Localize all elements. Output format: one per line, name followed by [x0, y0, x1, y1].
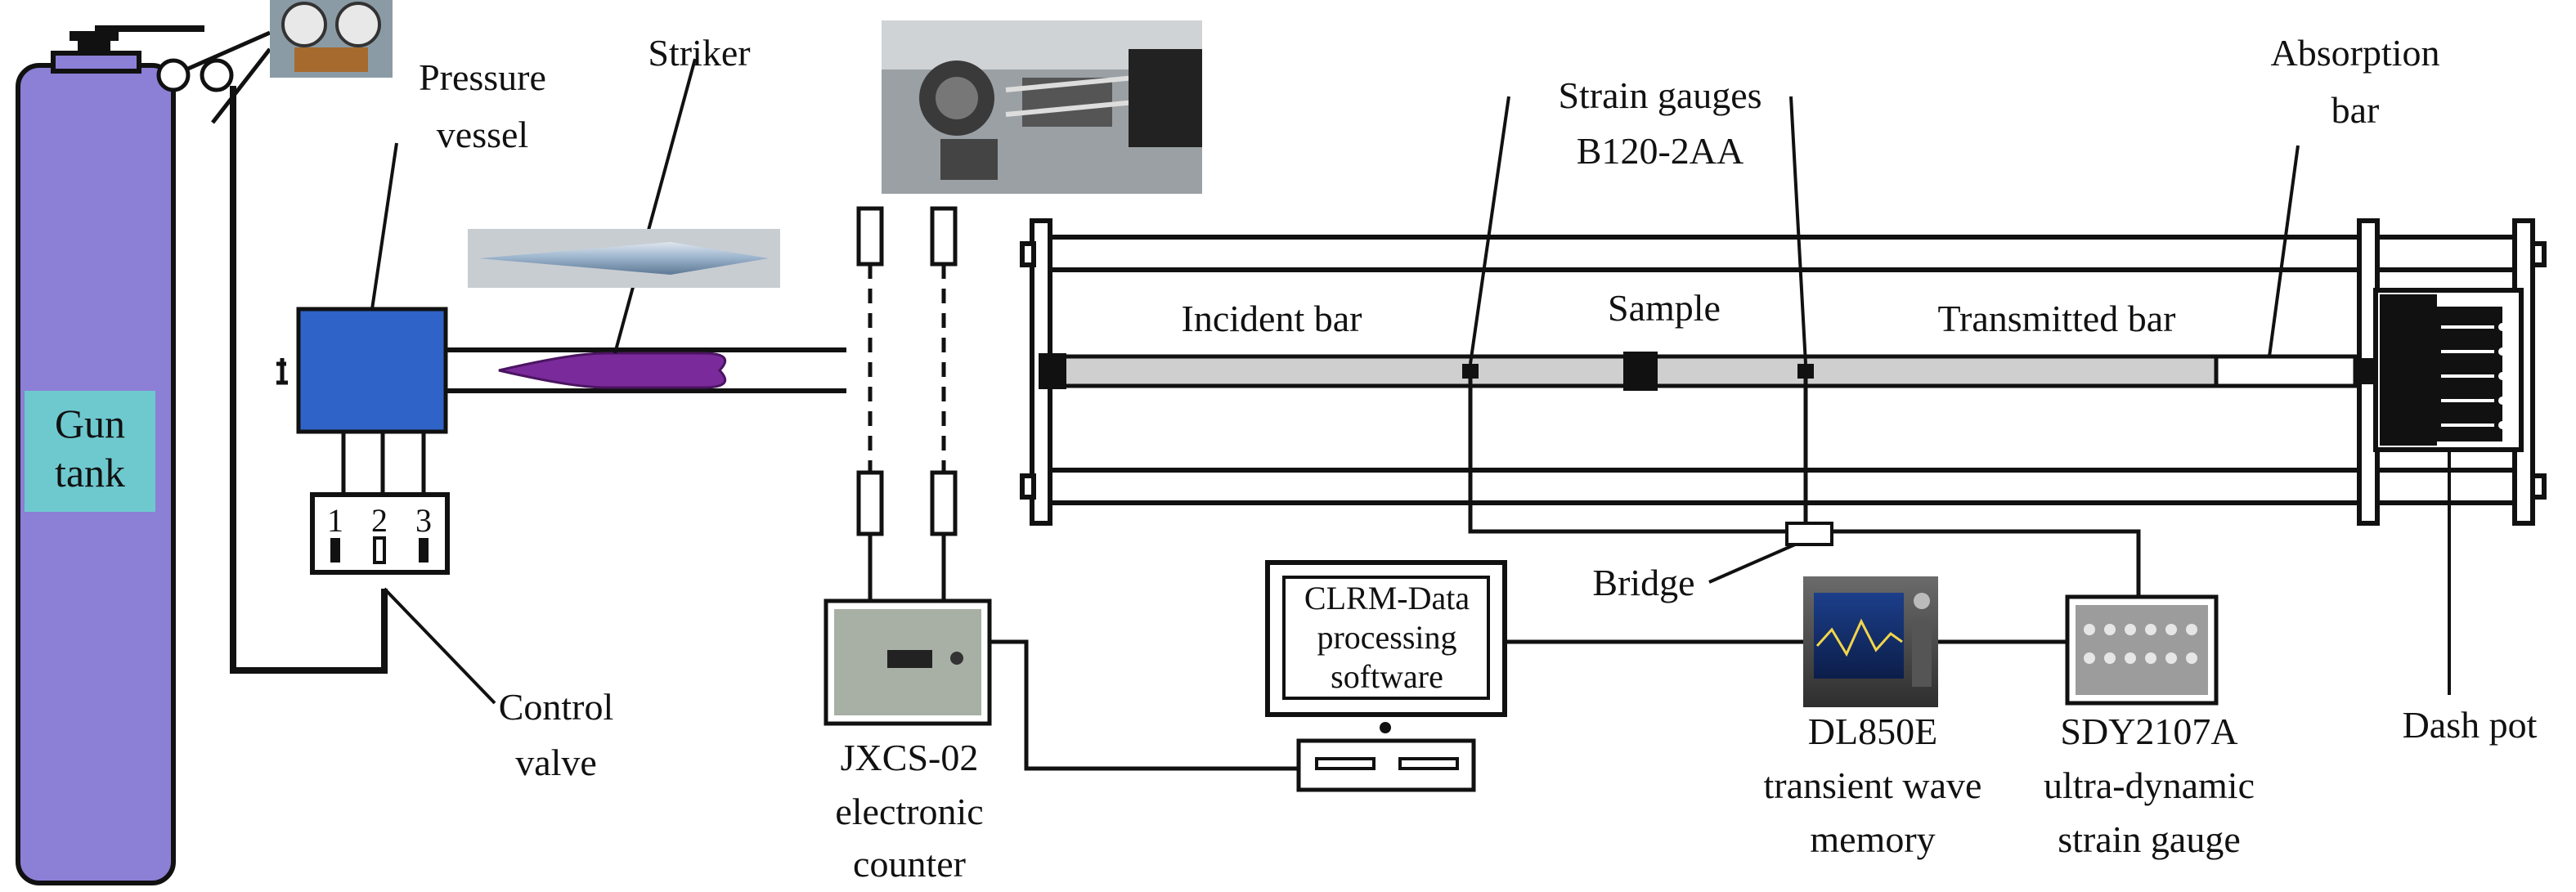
bridge-wiring: [1468, 379, 2141, 597]
gun-tank-label-line1: Gun: [55, 401, 125, 446]
laser-receiver-2: [930, 470, 958, 536]
gun-tank: Gun tank: [16, 31, 176, 885]
computer: [1265, 560, 1507, 792]
control-valve-label-line2: valve: [515, 742, 597, 783]
pressure-vessel-leader: [370, 142, 398, 310]
strain-gauges-label-line1: Strain gauges: [1558, 74, 1761, 116]
striker-label: Striker: [648, 32, 750, 74]
bar-end-stop: [1039, 353, 1066, 389]
pressure-vessel-label-line2: vessel: [437, 114, 528, 155]
counter-label-line1: JXCS-02: [841, 737, 979, 778]
pressure-regulator-photo: [156, 0, 393, 124]
pressure-vessel-label-line1: Pressure: [419, 56, 546, 98]
pressure-vessel-body: [296, 307, 448, 434]
striker-in-barrel: [498, 352, 727, 389]
striker-leader: [613, 58, 697, 354]
valve-number-3: 3: [415, 502, 432, 539]
amplifier-label-line1: SDY2107A: [2060, 710, 2237, 752]
gas-gun-barrel-photo: [882, 20, 1202, 194]
valve-number-2: 2: [371, 502, 388, 539]
counter-label-line3: counter: [853, 843, 966, 885]
sample-specimen: [1623, 352, 1658, 391]
computer-base: [1296, 738, 1476, 792]
gun-barrel: [446, 347, 846, 393]
absorption-bar-rod: [2214, 354, 2358, 388]
computer-screen: [1282, 576, 1490, 700]
gas-pipes: [95, 25, 388, 674]
counter-label-line2: electronic: [835, 791, 983, 832]
dash-pot-label: Dash pot: [2403, 704, 2538, 746]
dash-pot: [2355, 288, 2524, 452]
absorption-bar-label-line1: Absorption: [2271, 32, 2440, 74]
laser-receiver-1: [856, 470, 884, 536]
transient-wave-memory-device: [1803, 576, 1938, 707]
bridge-leader: [1708, 543, 1796, 584]
memory-label-line1: DL850E: [1808, 710, 1937, 752]
absorption-bar-leader: [2268, 145, 2300, 357]
bridge-label: Bridge: [1592, 562, 1694, 603]
strain-amplifier-device: [2065, 594, 2219, 706]
gun-tank-valve-cap: [78, 39, 110, 56]
control-valve-leader: [383, 587, 496, 705]
pressure-vessel: [276, 307, 448, 495]
absorption-bar-label-line2: bar: [2331, 89, 2380, 131]
sample-label: Sample: [1608, 287, 1721, 329]
laser-emitter-2: [930, 206, 958, 267]
computer-screen-line3: software: [1331, 658, 1443, 695]
control-valve-label-line1: Control: [499, 686, 614, 728]
counter-computer-cable: [990, 639, 1300, 771]
amplifier-label-line3: strain gauge: [2058, 818, 2241, 860]
laser-sensors: [856, 206, 958, 601]
electronic-counter-device: [824, 598, 992, 726]
computer-screen-line2: processing: [1317, 619, 1456, 656]
gun-tank-valve-handle: [70, 31, 119, 41]
strain-gauges-label-line2: B120-2AA: [1577, 130, 1744, 172]
valve-number-1: 1: [327, 502, 343, 539]
laser-emitter-1: [856, 206, 884, 267]
gun-tank-label-line2: tank: [55, 450, 125, 495]
strain-gauge-leader-1: [1469, 96, 1510, 365]
strain-gauge-2: [1797, 364, 1814, 379]
gun-tank-neck: [51, 51, 141, 74]
strain-gauge-leader-2: [1789, 96, 1807, 365]
computer-screen-line1: CLRM-Data: [1304, 580, 1470, 616]
memory-label-line3: memory: [1810, 818, 1935, 860]
incident-bar-label: Incident bar: [1182, 298, 1362, 339]
bars: [1039, 352, 2358, 391]
amplifier-label-line2: ultra-dynamic: [2044, 764, 2255, 806]
control-valve: 1 2 3: [310, 492, 450, 575]
bridge-box: [1785, 522, 1833, 546]
memory-label-line2: transient wave: [1764, 764, 1982, 806]
striker-photo: [468, 229, 780, 288]
transmitted-bar-label: Transmitted bar: [1938, 298, 2176, 339]
strain-gauge-1: [1462, 364, 1479, 379]
gun-tank-label-bg: [25, 391, 155, 512]
